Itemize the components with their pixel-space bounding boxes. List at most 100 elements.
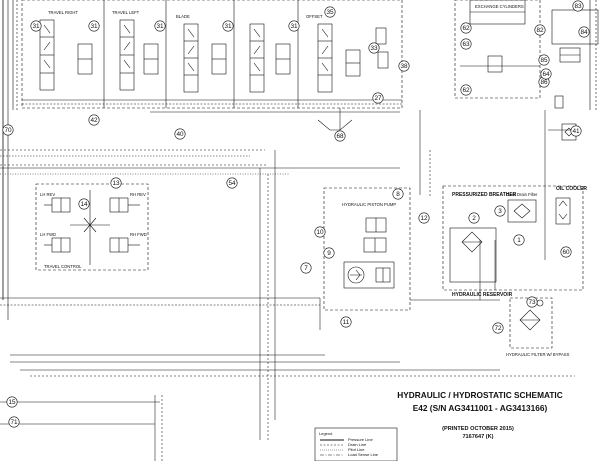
callout-68: 68 — [334, 130, 346, 142]
section-labels: TRAVEL RIGHT TRAVEL LEFT BLADE OFFSET EX… — [44, 4, 587, 357]
callout-10: 10 — [314, 226, 326, 238]
callout-circle — [526, 296, 538, 308]
label-pressurized-breather: PRESSURIZED BREATHER — [452, 192, 517, 198]
label-blade: BLADE — [176, 14, 190, 19]
callout-circle — [88, 114, 100, 126]
callout-circle — [460, 22, 472, 34]
label-lh-fwd: LH FWD — [40, 232, 56, 237]
legend-box — [314, 427, 398, 461]
label-lh-rev: LH REV — [40, 192, 55, 197]
callout-41: 41 — [570, 125, 582, 137]
callout-circle — [460, 38, 472, 50]
label-offset: OFFSET — [306, 14, 323, 19]
callout-circle — [288, 20, 300, 32]
callout-circle — [6, 396, 18, 408]
callout-circle — [538, 54, 550, 66]
callout-60: 60 — [560, 246, 572, 258]
callout-circle — [368, 42, 380, 54]
callout-82: 82 — [534, 24, 546, 36]
schematic-title: HYDRAULIC / HYDROSTATIC SCHEMATIC — [397, 390, 562, 400]
callout-12: 12 — [418, 212, 430, 224]
legend-item: Load Sense Line — [348, 452, 379, 457]
callout-number: 82 — [536, 27, 544, 34]
callout-3: 3 — [494, 205, 506, 217]
callout-number: 86 — [540, 79, 548, 86]
callout-circle — [314, 226, 326, 238]
callout-circle — [222, 20, 234, 32]
callout-number: 35 — [326, 9, 334, 16]
callout-circle — [110, 177, 122, 189]
callout-circle — [300, 262, 312, 274]
callout-35: 35 — [324, 6, 336, 18]
label-travel-control: TRAVEL CONTROL — [44, 264, 82, 269]
callout-number: 85 — [540, 57, 548, 64]
callout-circle — [323, 247, 335, 259]
spool-valves — [39, 19, 389, 93]
callout-number: 31 — [290, 23, 298, 30]
callout-62: 62 — [460, 22, 472, 34]
callout-circle — [8, 416, 20, 428]
callout-1: 1 — [513, 234, 525, 246]
legend-item: Pilot Line — [348, 447, 365, 452]
callout-circle — [88, 20, 100, 32]
callout-62: 62 — [460, 84, 472, 96]
callout-circle — [572, 0, 584, 12]
callout-number: 83 — [574, 3, 582, 10]
callout-number: 33 — [370, 45, 378, 52]
hydraulic-reservoir-block — [442, 123, 584, 291]
callout-circle — [334, 130, 346, 142]
callout-circle — [392, 188, 404, 200]
callout-number: 54 — [228, 180, 236, 187]
callout-38: 38 — [398, 60, 410, 72]
callout-circle — [492, 322, 504, 334]
callout-circle — [372, 92, 384, 104]
callout-31: 31 — [222, 20, 234, 32]
callout-number: 31 — [224, 23, 232, 30]
label-hydraulic-piston-pump: HYDRAULIC PISTON PUMP — [342, 202, 396, 207]
callout-number: 62 — [462, 25, 470, 32]
callout-31: 31 — [154, 20, 166, 32]
callout-9: 9 — [323, 247, 335, 259]
callout-circle — [513, 234, 525, 246]
title-block: HYDRAULIC / HYDROSTATIC SCHEMATIC E42 (S… — [397, 390, 562, 440]
callout-71: 71 — [8, 416, 20, 428]
callout-number: 64 — [542, 71, 550, 78]
legend-heading: Legend — [319, 431, 332, 436]
interconnect-lines — [0, 110, 580, 461]
callout-2: 2 — [468, 212, 480, 224]
callout-84: 84 — [578, 26, 590, 38]
callout-circle — [560, 246, 572, 258]
callout-number: 14 — [80, 201, 88, 208]
callout-72: 72 — [492, 322, 504, 334]
callout-31: 31 — [88, 20, 100, 32]
label-rh-fwd: RH FWD — [130, 232, 147, 237]
part-number: 7167647 (K) — [462, 434, 493, 440]
callout-83: 83 — [572, 0, 584, 12]
callout-number: 13 — [112, 180, 120, 187]
callout-circle — [340, 316, 352, 328]
exchange-cylinders-block — [454, 0, 599, 110]
label-exchange-cylinders: EXCHANGE CYLINDERS — [475, 4, 524, 9]
callout-circle — [578, 26, 590, 38]
callout-number: 40 — [176, 131, 184, 138]
callout-40: 40 — [174, 128, 186, 140]
callout-number: 31 — [156, 23, 164, 30]
callout-27: 27 — [372, 92, 384, 104]
callout-number: 42 — [90, 117, 98, 124]
callout-circle — [226, 177, 238, 189]
printed-date: (PRINTED OCTOBER 2015) — [442, 426, 514, 432]
callout-circle — [30, 20, 42, 32]
callout-number: 3 — [498, 208, 502, 215]
main-control-valve-bank — [2, 0, 403, 320]
callout-15: 15 — [6, 396, 18, 408]
callout-number: 12 — [420, 215, 428, 222]
callout-circle — [540, 68, 552, 80]
callout-number: 27 — [374, 95, 382, 102]
callout-31: 31 — [288, 20, 300, 32]
callout-number: 2 — [472, 215, 476, 222]
callout-circle — [324, 6, 336, 18]
label-oil-cooler: OIL COOLER — [556, 186, 587, 192]
callout-number: 41 — [572, 128, 580, 135]
callout-number: 60 — [562, 249, 570, 256]
